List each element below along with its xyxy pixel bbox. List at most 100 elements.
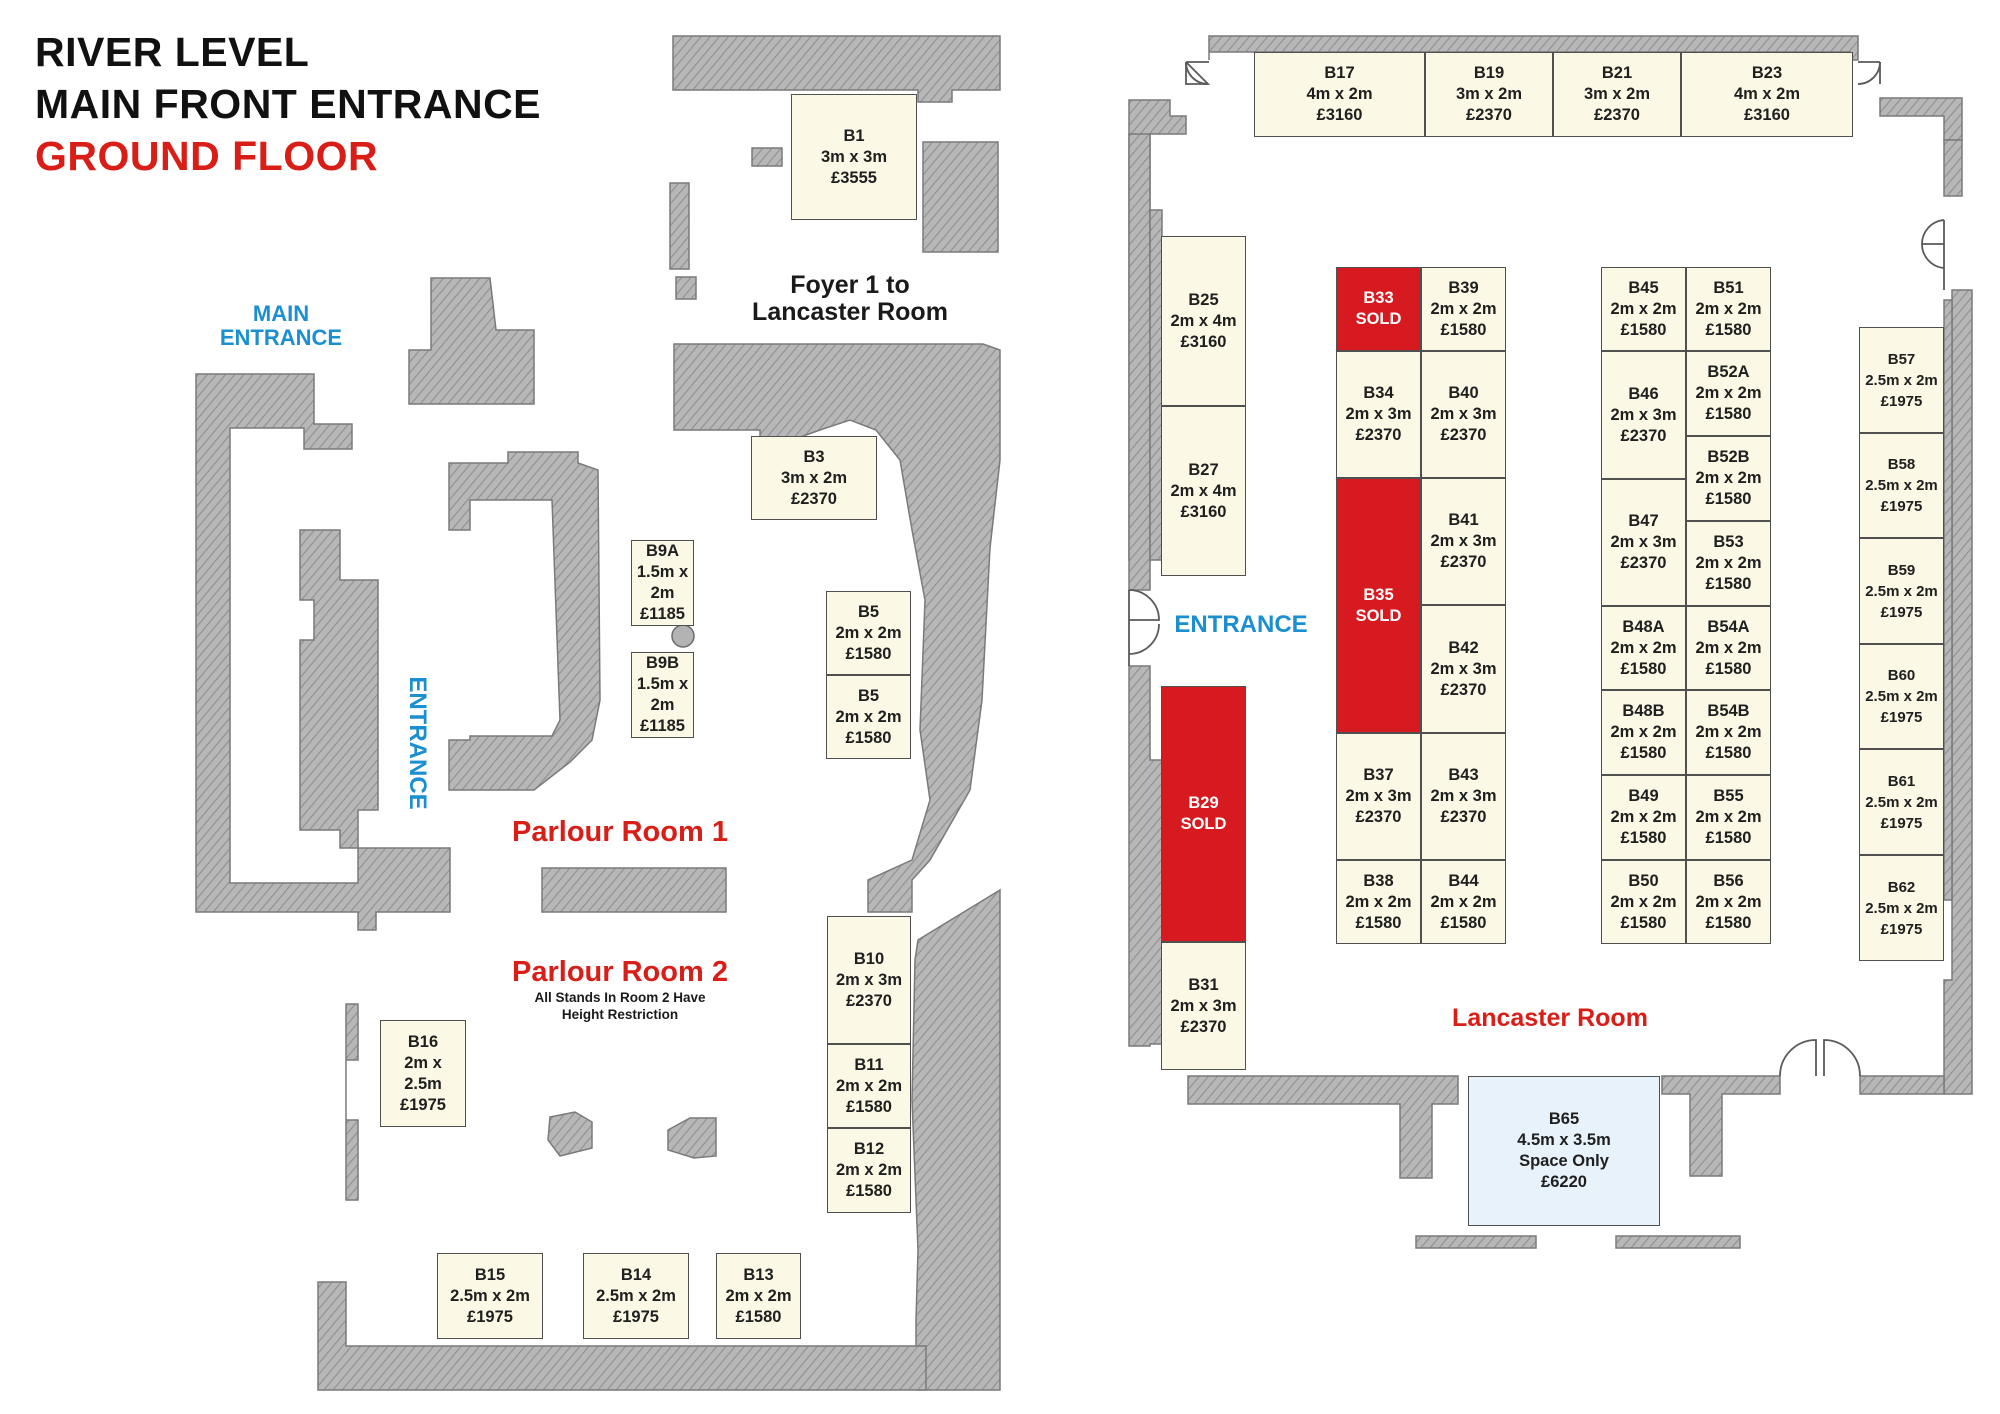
stand-detail: £1975 [1880, 814, 1923, 832]
pillar-right [667, 1117, 717, 1159]
stand-code: B5 [857, 686, 880, 705]
stand-detail: £2370 [1466, 106, 1512, 124]
main-entrance-line-1: MAIN [252, 301, 310, 326]
stand-detail: Space Only [1519, 1152, 1609, 1170]
wall-small-block [751, 147, 783, 167]
stand-detail: 1.5m x [636, 563, 689, 581]
stand-code: B16 [407, 1032, 439, 1051]
stand-b17[interactable]: B17 4m x 2m £3160 [1254, 52, 1425, 137]
stand-code: B31 [1188, 975, 1219, 994]
wall-entrance-strip [299, 529, 379, 849]
stand-code: B34 [1363, 384, 1394, 402]
wall-lancaster-south-right [1859, 1075, 1945, 1095]
stand-code: B60 [1887, 667, 1916, 684]
stand-detail: 2m x 2m [1695, 808, 1762, 826]
stand-code: B17 [1324, 64, 1355, 82]
stand-detail: £1975 [467, 1307, 513, 1326]
stand-code: B48A [1622, 617, 1665, 636]
stand-detail: £1580 [1620, 659, 1667, 678]
stand-code: B29 [1188, 794, 1219, 812]
door-west-entrance[interactable] [1128, 589, 1160, 666]
stand-detail: 2m x 3m [1345, 405, 1412, 423]
door-top-left[interactable] [1185, 61, 1211, 85]
stand-code: B54B [1707, 702, 1750, 720]
stand-detail: £1975 [1880, 392, 1923, 410]
stand-code: B9A [645, 542, 679, 560]
stand-detail: 2m x 2m [1610, 892, 1677, 911]
parlour-room-2-note-line-2: Height Restriction [561, 1007, 679, 1022]
stand-detail: 2m x 4m [1170, 311, 1237, 330]
stand-detail: 2.5m x 2m [450, 1286, 530, 1305]
stand-detail: £3160 [1180, 332, 1227, 351]
door-top-right[interactable] [1857, 61, 1881, 85]
stand-detail: £1580 [1705, 913, 1752, 932]
door-east[interactable] [1921, 219, 1945, 290]
stand-code: B3 [803, 447, 825, 466]
wall-top-right-block [922, 141, 999, 253]
stand-code: B37 [1363, 766, 1394, 784]
stand-detail: £3160 [1316, 106, 1363, 124]
stand-detail: £1975 [400, 1095, 446, 1114]
stand-detail: £2370 [1440, 553, 1487, 571]
door-south-lancaster[interactable] [1779, 1039, 1861, 1077]
header-line-3: GROUND FLOOR [35, 133, 379, 179]
wall-lancaster-east-stub [1943, 299, 1953, 901]
stand-code: B5 [857, 602, 880, 621]
stand-detail: 2m x 2m [835, 1161, 903, 1179]
stand-detail: 4m x 2m [1306, 85, 1373, 103]
